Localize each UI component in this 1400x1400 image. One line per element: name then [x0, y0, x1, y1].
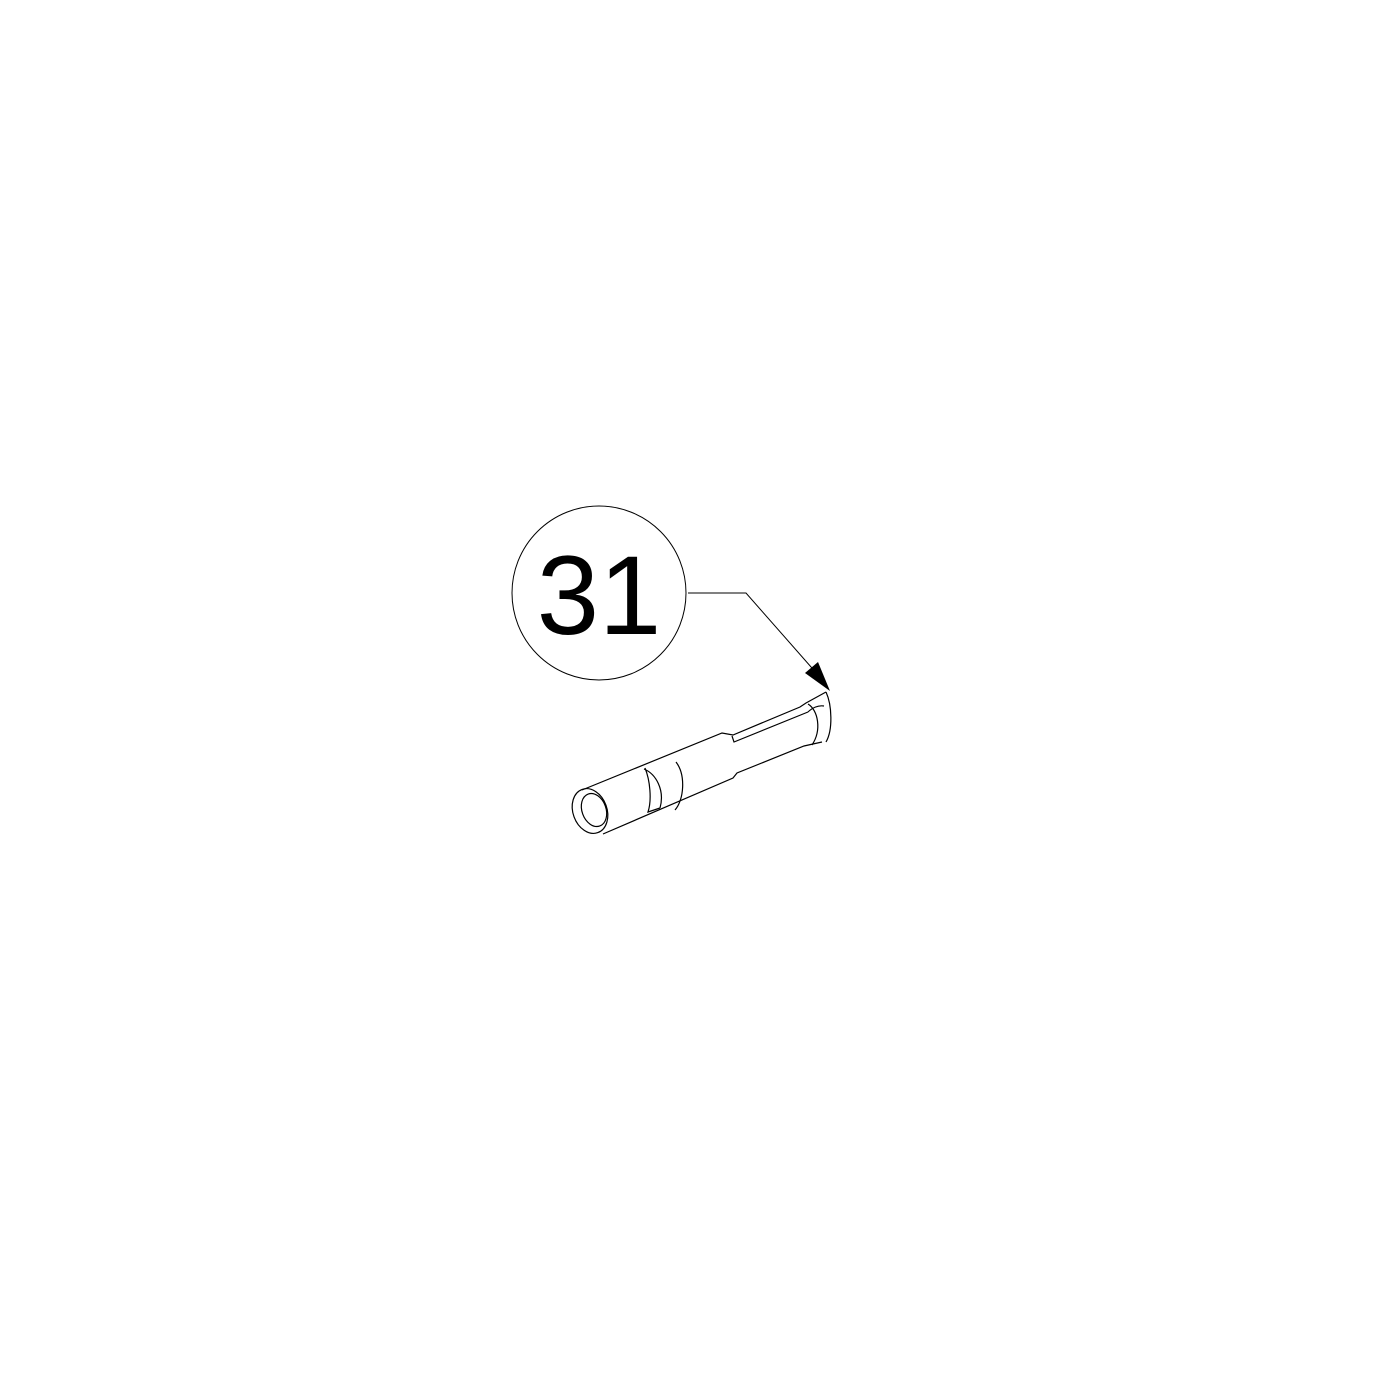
pin-end-cap-inner [580, 792, 608, 828]
callout-circle [511, 505, 687, 681]
pin-body-outline [581, 691, 827, 835]
callout-31: 31 [511, 505, 830, 691]
leader-arrowhead [805, 662, 830, 691]
leader-line [688, 592, 827, 685]
pin-head [807, 691, 832, 746]
pin-groove [643, 761, 684, 813]
pin-part [571, 691, 832, 835]
callout-label: 31 [537, 533, 662, 658]
